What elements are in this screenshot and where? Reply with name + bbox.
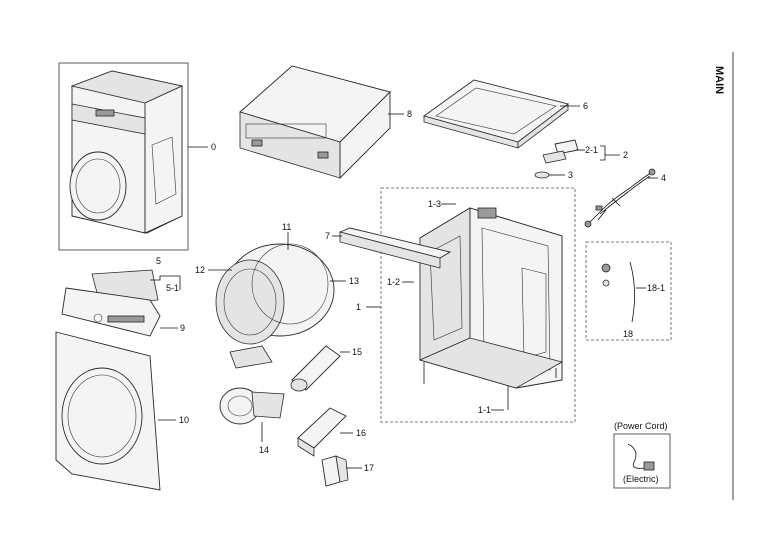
callout-5-1: 5-1 (166, 283, 179, 293)
drum-illustration (215, 243, 335, 369)
front-panel-illustration (55, 331, 161, 491)
callout-12: 12 (195, 265, 205, 275)
callout-1: 1 (356, 302, 361, 312)
part-18-illustration (601, 261, 635, 323)
callout-1-2: 1-2 (387, 277, 400, 287)
bracket-17-illustration (321, 455, 349, 487)
callout-11: 11 (282, 222, 291, 232)
callout-18: 18 (623, 329, 633, 339)
section-label: MAIN (713, 66, 725, 94)
legend-caption: (Electric) (623, 474, 659, 484)
callout-13: 13 (349, 276, 359, 286)
part-7-illustration (338, 227, 452, 269)
blower-illustration (219, 387, 285, 425)
part-3-illustration (534, 171, 550, 179)
callout-6: 6 (583, 101, 588, 111)
callout-10: 10 (179, 415, 189, 425)
legend-box (613, 433, 671, 489)
part-18-frame (585, 241, 672, 341)
callout-4: 4 (661, 173, 666, 183)
top-frame-illustration (422, 79, 570, 149)
cabinet-illustration (418, 207, 564, 410)
callout-16: 16 (356, 428, 366, 438)
callout-18-1: 18-1 (647, 283, 665, 293)
legend-title: (Power Cord) (614, 421, 668, 431)
wire-harness-illustration (584, 168, 656, 228)
callout-0: 0 (211, 142, 216, 152)
bracket-2 (600, 145, 620, 161)
callout-8: 8 (407, 109, 412, 119)
callout-1-3: 1-3 (428, 199, 441, 209)
assembled-dryer-illustration (69, 70, 184, 234)
bracket-5 (150, 275, 181, 290)
callout-3: 3 (568, 170, 573, 180)
top-cover-illustration (239, 65, 391, 180)
callout-1-1: 1-1 (478, 405, 491, 415)
callout-14: 14 (259, 445, 269, 455)
callout-2-1: 2-1 (585, 145, 598, 155)
callout-15: 15 (352, 347, 362, 357)
callout-17: 17 (364, 463, 374, 473)
heater-illustration (297, 407, 347, 457)
callout-9: 9 (180, 323, 185, 333)
part-2-illustration (542, 139, 579, 164)
control-panel-illustration (61, 269, 161, 337)
duct-illustration (290, 345, 341, 392)
callout-7: 7 (325, 231, 330, 241)
callout-2: 2 (623, 150, 628, 160)
assembled-dryer-frame (58, 62, 189, 251)
cabinet-group-frame (380, 187, 576, 423)
callout-5: 5 (156, 256, 161, 266)
power-cord-icon (627, 443, 655, 471)
